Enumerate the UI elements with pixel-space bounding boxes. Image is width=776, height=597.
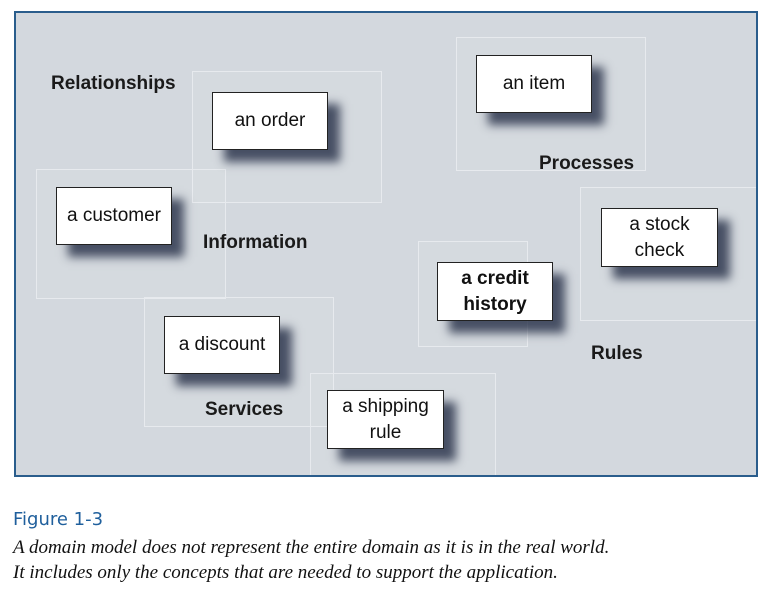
concept-a-shipping-rule: a shipping rule [327, 390, 444, 449]
concept-an-order: an order [212, 92, 328, 150]
concept-a-customer: a customer [56, 187, 172, 245]
label-rules: Rules [591, 343, 643, 364]
label-services: Services [205, 399, 284, 420]
concept-a-discount: a discount [164, 316, 280, 374]
figure-number: Figure 1-3 [13, 509, 104, 530]
label-information: Information [203, 232, 308, 253]
concept-an-item: an item [476, 55, 592, 113]
caption-line-1: A domain model does not represent the en… [13, 537, 610, 558]
label-relationships: Relationships [51, 73, 176, 94]
caption-line-2: It includes only the concepts that are n… [13, 562, 558, 583]
label-processes: Processes [539, 153, 635, 174]
concept-a-stock-check: a stock check [601, 208, 718, 267]
domain-model-diagram: Relationships Processes Information Rule… [14, 11, 758, 477]
concept-a-credit-history: a credit history [437, 262, 553, 321]
